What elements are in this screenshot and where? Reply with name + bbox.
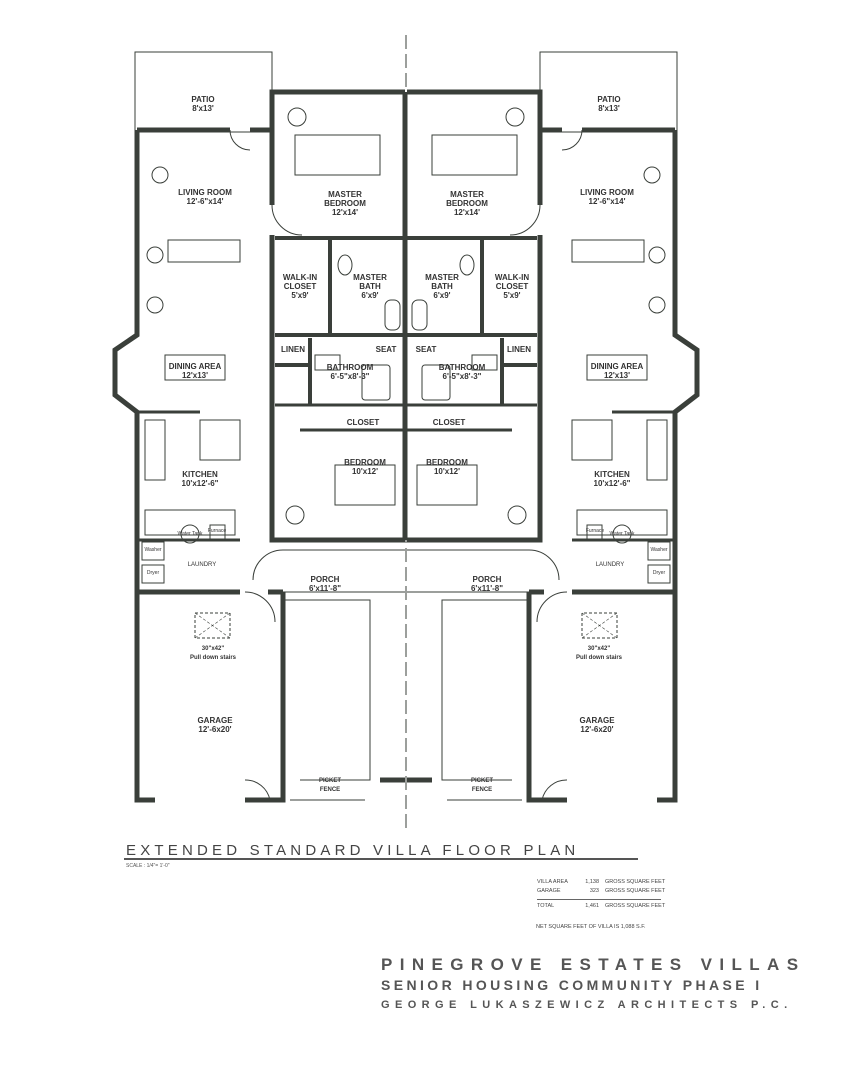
architect-name: GEORGE LUKASZEWICZ ARCHITECTS P.C.	[381, 999, 793, 1011]
area-value: 1,138	[585, 879, 599, 885]
area-row: VILLA AREA 1,138 GROSS SQUARE FEET	[537, 879, 665, 888]
linen-label-right: LINEN	[507, 345, 531, 354]
area-row: GARAGE 323 GROSS SQUARE FEET	[537, 888, 665, 897]
total-label: TOTAL	[537, 903, 555, 909]
area-unit: GROSS SQUARE FEET	[605, 888, 666, 894]
area-unit: GROSS SQUARE FEET	[605, 879, 666, 885]
water-tank-label-right: Water Tank	[609, 531, 635, 537]
laundry-label-right: LAUNDRY	[595, 562, 625, 568]
dryer-label-right: Dryer	[652, 570, 666, 576]
total-unit: GROSS SQUARE FEET	[605, 903, 666, 909]
dryer-label-left: Dryer	[146, 570, 160, 576]
total-value: 1,461	[585, 903, 599, 909]
pull-down-stairs-label-left: 30"x42"Pull down stairs	[189, 646, 237, 661]
net-square-feet-note: NET SQUARE FEET OF VILLA IS 1,088 S.F.	[536, 924, 646, 930]
water-tank-label-left: Water Tank	[177, 531, 203, 537]
total-divider	[537, 899, 661, 900]
closet-label-right: CLOSET	[432, 418, 466, 427]
scale-note: SCALE : 1/4"= 1'-0"	[126, 863, 170, 869]
total-row: TOTAL 1,461 GROSS SQUARE FEET	[537, 903, 665, 912]
seat-label-left: SEAT	[375, 345, 397, 354]
seat-label-right: SEAT	[415, 345, 437, 354]
closet-label-left: CLOSET	[346, 418, 380, 427]
pull-down-stairs-label-right: 30"x42"Pull down stairs	[575, 646, 623, 661]
linen-label-left: LINEN	[281, 345, 305, 354]
plan-title: EXTENDED STANDARD VILLA FLOOR PLAN	[126, 842, 580, 859]
project-name: PINEGROVE ESTATES VILLAS	[381, 955, 806, 974]
project-subtitle: SENIOR HOUSING COMMUNITY PHASE I	[381, 977, 763, 993]
furnace-label-left: Furnace	[207, 528, 227, 534]
washer-label-left: Washer	[144, 547, 162, 553]
furnace-label-right: Furnace	[585, 528, 605, 534]
area-label: VILLA AREA	[537, 879, 568, 885]
title-underline	[124, 858, 638, 860]
area-value: 323	[589, 888, 599, 894]
laundry-label-left: LAUNDRY	[187, 562, 217, 568]
washer-label-right: Washer	[650, 547, 668, 553]
area-label: GARAGE	[537, 888, 561, 894]
